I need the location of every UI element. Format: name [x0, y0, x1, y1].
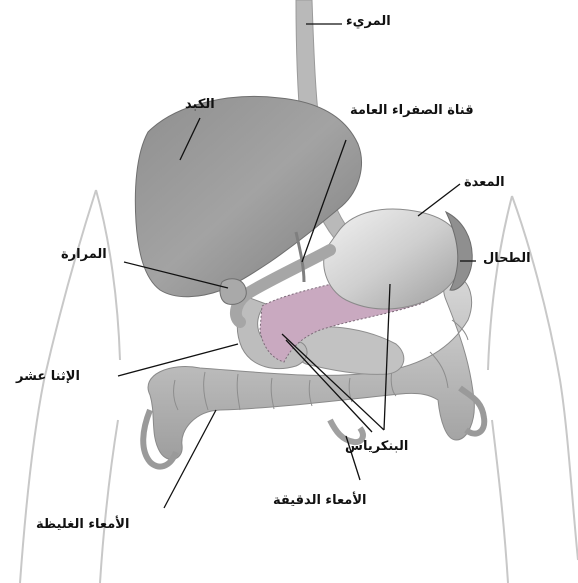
stomach-shape	[324, 209, 463, 309]
label-large-intestine: الأمعاء الغليظة	[36, 518, 129, 531]
label-stomach: المعدة	[464, 176, 505, 189]
label-pancreas: البنكرياس	[345, 440, 408, 453]
label-duodenum: الإثنا عشر	[16, 370, 80, 383]
leader-stomach	[418, 184, 460, 216]
label-spleen: الطحال	[483, 252, 531, 265]
label-esophagus: المريء	[346, 15, 391, 28]
label-liver: الكبد	[185, 98, 215, 111]
gallbladder-shape	[220, 279, 246, 305]
label-small-intestine: الأمعاء الدقيقة	[273, 494, 366, 507]
label-common-bile-duct: قناة الصفراء العامة	[350, 104, 474, 117]
label-gallbladder: المرارة	[61, 248, 107, 261]
